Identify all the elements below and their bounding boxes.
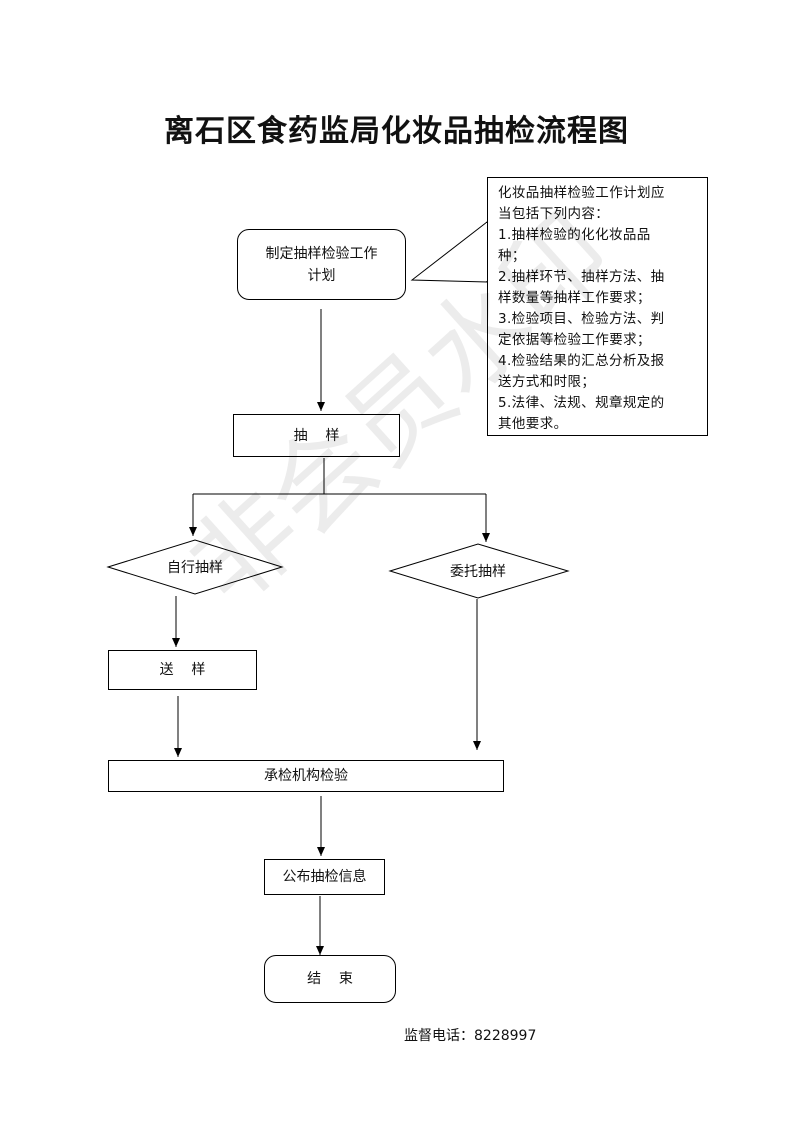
note-line: 4.检验结果的汇总分析及报 [498,353,665,369]
note-line: 种； [498,248,526,264]
note-line: 5.法律、法规、规章规定的 [498,395,665,411]
note-line: 3.检验项目、检验方法、判 [498,311,665,327]
note-line: 1.抽样检验的化化妆品品 [498,227,651,243]
note-line: 样数量等抽样工作要求； [498,290,651,306]
entrust-sampling-diamond [388,543,570,599]
node-inspection: 承检机构检验 [108,760,504,792]
note-box [487,177,708,436]
label-self-sampling: 自行抽样 [167,560,223,576]
note-text: 化妆品抽样检验工作计划应 当包括下列内容： 1.抽样检验的化化妆品品 种； 2.… [498,183,698,435]
page-title: 离石区食药监局化妆品抽检流程图 [164,114,629,149]
phone-number: 监督电话：8228997 [404,1028,537,1044]
node-send: 送 样 [108,650,257,690]
node-publish: 公布抽检信息 [264,859,385,895]
note-line: 化妆品抽样检验工作计划应 [498,185,665,201]
label-entrust-sampling: 委托抽样 [450,564,506,580]
note-line: 定依据等检验工作要求； [498,332,651,348]
node-end: 结 束 [264,955,396,1003]
self-sampling-diamond [106,539,284,595]
note-line: 2.抽样环节、抽样方法、抽 [498,269,665,285]
node-plan: 制定抽样检验工作 计划 [237,229,406,300]
note-line: 当包括下列内容： [498,206,610,222]
note-line: 送方式和时限； [498,374,596,390]
node-sampling: 抽 样 [233,414,400,457]
note-line: 其他要求。 [498,416,568,432]
